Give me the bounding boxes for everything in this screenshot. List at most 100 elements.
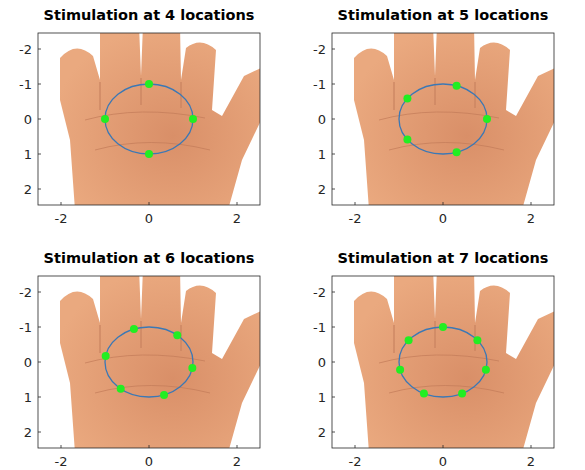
subplot [332,268,559,453]
subplot [332,25,559,210]
stimulation-point [130,325,138,333]
y-tick-label: -2 [313,285,326,300]
stimulation-point [483,115,491,123]
y-tick-label: 0 [24,355,32,370]
stimulation-point [188,364,196,372]
y-tick-mark [332,362,335,363]
x-tick-label: 0 [439,454,447,469]
y-tick-mark [38,154,41,155]
stimulation-point [173,331,181,339]
y-tick-label: 2 [318,182,326,197]
y-tick-label: 0 [318,355,326,370]
x-tick-mark [61,202,62,205]
y-tick-mark [38,327,41,328]
x-tick-mark [443,202,444,205]
x-tick-mark [149,445,150,448]
y-tick-label: 0 [24,112,32,127]
y-tick-mark [38,292,41,293]
hand-shape [354,33,554,205]
subplot-title: Stimulation at 6 locations [44,250,255,266]
stimulation-point [102,352,110,360]
hand-shape [60,33,260,205]
x-tick-mark [237,445,238,448]
x-tick-label: 0 [439,211,447,226]
x-tick-label: 0 [145,211,153,226]
stimulation-point [453,82,461,90]
y-tick-label: 1 [24,390,32,405]
stimulation-point [145,150,153,158]
stimulation-ellipse [399,84,487,154]
y-tick-label: -2 [313,42,326,57]
y-tick-mark [38,49,41,50]
x-tick-label: -2 [55,454,68,469]
y-tick-mark [332,397,335,398]
x-tick-mark [355,445,356,448]
stimulation-point [160,391,168,399]
stimulation-point [405,336,413,344]
x-tick-mark [531,202,532,205]
hand-shape [60,276,260,448]
y-tick-mark [332,292,335,293]
y-tick-mark [332,119,335,120]
x-tick-mark [355,202,356,205]
y-tick-label: -2 [19,285,32,300]
y-tick-mark [38,189,41,190]
stimulation-point [420,390,428,398]
x-tick-label: 2 [233,454,241,469]
x-tick-mark [149,202,150,205]
axes-box [38,33,260,205]
y-tick-mark [38,362,41,363]
hand-image [60,33,260,205]
y-tick-mark [38,397,41,398]
y-tick-mark [38,119,41,120]
y-tick-mark [332,49,335,50]
y-tick-label: -1 [313,77,326,92]
x-tick-mark [237,202,238,205]
x-tick-mark [531,445,532,448]
y-tick-label: -1 [19,320,32,335]
axes-box [38,276,260,448]
y-tick-label: 0 [318,112,326,127]
stimulation-ellipse [105,84,193,154]
subplot [38,25,265,210]
subplot-title: Stimulation at 4 locations [44,7,255,23]
y-tick-label: 2 [24,425,32,440]
stimulation-ellipse [105,327,193,397]
stimulation-point [145,80,153,88]
subplot-title: Stimulation at 5 locations [338,7,549,23]
y-tick-label: 2 [318,425,326,440]
x-tick-label: -2 [55,211,68,226]
x-tick-label: -2 [349,454,362,469]
x-tick-label: 0 [145,454,153,469]
x-tick-mark [61,445,62,448]
hand-shape [354,276,554,448]
y-tick-mark [332,154,335,155]
hand-image [354,276,554,448]
x-tick-label: -2 [349,211,362,226]
stimulation-point [403,94,411,102]
x-tick-label: 2 [233,211,241,226]
y-tick-label: -2 [19,42,32,57]
y-tick-mark [332,327,335,328]
axes-box [332,33,554,205]
y-tick-label: 2 [24,182,32,197]
stimulation-point [453,148,461,156]
stimulation-ellipse [399,327,487,397]
y-tick-mark [332,84,335,85]
y-tick-label: -1 [313,320,326,335]
stimulation-point [101,115,109,123]
subplot-title: Stimulation at 7 locations [338,250,549,266]
stimulation-point [439,323,447,331]
y-tick-mark [332,189,335,190]
y-tick-mark [332,432,335,433]
x-tick-mark [443,445,444,448]
y-tick-label: 1 [24,147,32,162]
y-tick-mark [38,84,41,85]
stimulation-point [473,336,481,344]
hand-image [60,276,260,448]
x-tick-label: 2 [527,211,535,226]
stimulation-point [189,115,197,123]
x-tick-label: 2 [527,454,535,469]
stimulation-point [117,385,125,393]
stimulation-point [458,390,466,398]
